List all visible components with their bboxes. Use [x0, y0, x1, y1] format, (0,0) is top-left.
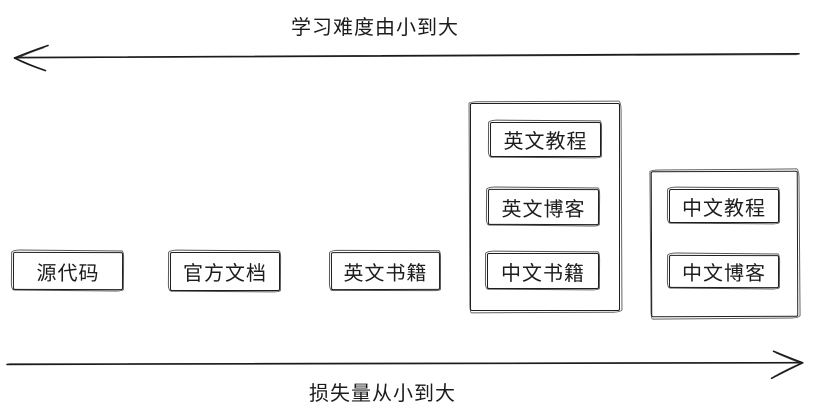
box-chinese-tutorial: 中文教程 [669, 189, 779, 223]
box-chinese-blog: 中文博客 [668, 254, 780, 289]
box-english-blog: 英文博客 [487, 188, 600, 226]
bottom-arrow-right-icon [6, 350, 804, 380]
box-source-code: 源代码 [12, 251, 124, 291]
box-chinese-books: 中文书籍 [487, 253, 599, 289]
group-english-resources [470, 103, 620, 311]
top-axis-label: 学习难度由小到大 [291, 17, 459, 39]
box-official-docs: 官方文档 [170, 252, 280, 291]
bottom-axis-label: 损失量从小到大 [309, 383, 456, 405]
top-arrow-left-icon [13, 44, 800, 72]
box-english-tutorial: 英文教程 [490, 122, 601, 157]
box-english-books: 英文书籍 [330, 251, 441, 291]
